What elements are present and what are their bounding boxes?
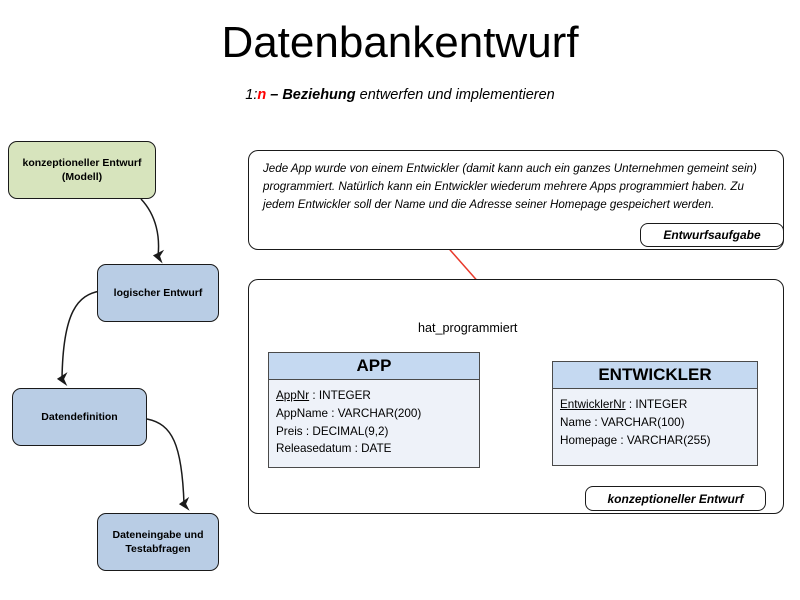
task-panel: Jede App wurde von einem Entwickler (dam… <box>248 150 784 250</box>
relationship-label: hat_programmiert <box>418 321 518 335</box>
attribute-type: : INTEGER <box>625 398 688 411</box>
subtitle-rest: entwerfen und implementieren <box>355 87 555 103</box>
diagram-panel-caption: konzeptioneller Entwurf <box>585 486 766 511</box>
entity-entwickler[interactable]: ENTWICKLER EntwicklerNr : INTEGER Name :… <box>552 361 758 466</box>
task-panel-caption: Entwurfsaufgabe <box>640 223 784 247</box>
task-description-text: Jede App wurde von einem Entwickler (dam… <box>263 162 757 211</box>
subtitle-prefix: 1: <box>245 87 258 103</box>
attribute-key: Preis <box>276 424 303 438</box>
flow-step-label: logischer Entwurf <box>113 286 203 299</box>
subtitle-bold-part: – Beziehung <box>266 87 356 103</box>
attribute-row: AppName : VARCHAR(200) <box>276 405 479 423</box>
entity-entwickler-attributes: EntwicklerNr : INTEGER Name : VARCHAR(10… <box>553 389 757 455</box>
entity-entwickler-title: ENTWICKLER <box>553 362 757 389</box>
flow-step-datendefinition[interactable]: Datendefinition <box>12 388 147 446</box>
page-subtitle: 1:n – Beziehung entwerfen und implementi… <box>0 87 800 103</box>
flow-connector-2 <box>56 290 101 386</box>
flow-step-dateneingabe-testabfragen[interactable]: Dateneingabe und Testabfragen <box>97 513 219 571</box>
attribute-key: Releasedatum <box>276 442 352 456</box>
attribute-type: : DECIMAL(9,2) <box>302 424 389 438</box>
attribute-key: Name <box>560 415 592 429</box>
attribute-type: : VARCHAR(200) <box>327 406 422 420</box>
attribute-type: : INTEGER <box>309 389 371 402</box>
page-title: Datenbankentwurf <box>221 18 579 67</box>
attribute-row: Releasedatum : DATE <box>276 440 479 458</box>
entity-app-attributes: AppNr : INTEGER AppName : VARCHAR(200) P… <box>269 380 479 464</box>
attribute-type: : VARCHAR(255) <box>617 433 711 447</box>
flow-step-label: konzeptioneller Entwurf (Modell) <box>22 156 142 183</box>
attribute-row: EntwicklerNr : INTEGER <box>560 396 757 414</box>
flow-step-konzeptioneller-entwurf[interactable]: konzeptioneller Entwurf (Modell) <box>8 141 156 199</box>
flow-step-label: Datendefinition <box>41 410 118 423</box>
attribute-row: Homepage : VARCHAR(255) <box>560 432 757 450</box>
attribute-key: Homepage <box>560 433 618 447</box>
flow-connector-3 <box>146 418 190 511</box>
attribute-type: : DATE <box>351 442 392 456</box>
flow-connector-1 <box>140 198 165 264</box>
attribute-row: Name : VARCHAR(100) <box>560 414 757 432</box>
attribute-key: AppName <box>276 406 328 420</box>
entity-app[interactable]: APP AppNr : INTEGER AppName : VARCHAR(20… <box>268 352 480 468</box>
attribute-type: : VARCHAR(100) <box>591 415 685 429</box>
attribute-key: EntwicklerNr <box>560 398 626 411</box>
flow-step-label: Dateneingabe und Testabfragen <box>112 528 204 555</box>
flow-step-logischer-entwurf[interactable]: logischer Entwurf <box>97 264 219 322</box>
subtitle-n-accent: n <box>257 87 267 103</box>
entity-app-title: APP <box>269 353 479 380</box>
attribute-key: AppNr <box>276 389 310 402</box>
attribute-row: AppNr : INTEGER <box>276 387 479 405</box>
attribute-row: Preis : DECIMAL(9,2) <box>276 423 479 441</box>
